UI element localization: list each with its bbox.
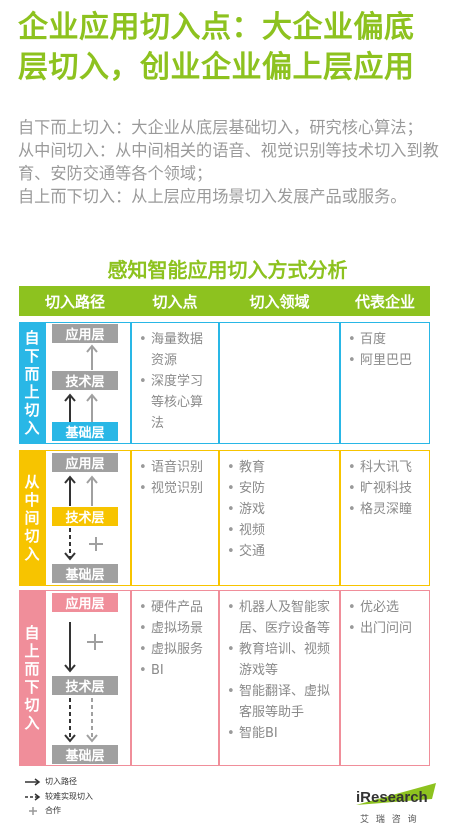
intro-line: 自下而上切入：大企业从底层基础切入，研究核心算法； (18, 118, 423, 137)
list-item: BI (139, 660, 214, 681)
section-label-top-down: 自 上 而 下 切 入 (19, 590, 45, 766)
header-field: 切入领域 (219, 286, 340, 316)
list-item: 教育 (227, 457, 335, 478)
list-item: 旷视科技 (348, 478, 425, 499)
path-arrows-top-down (64, 622, 103, 743)
legend-label: 切入路径 (45, 777, 77, 786)
list-item: 深度学习等核心算法 (139, 371, 214, 434)
list-item: 出门问问 (348, 618, 425, 639)
cell-companies-3: 优必选 出门问问 (340, 590, 430, 766)
list-item: 机器人及智能家居、医疗设备等 (227, 597, 335, 639)
figure-subtitle: 感知智能应用切入方式分析 (107, 258, 348, 282)
title-line-1: 企业应用切入点：大企业偏底 (18, 10, 415, 45)
intro-line: 自上而下切入：从上层应用场景切入发展产品或服务。 (18, 187, 407, 206)
list-item: 安防 (227, 478, 335, 499)
iresearch-logo: iResearch 艾 瑞 咨 询 (352, 779, 438, 827)
header-entry-point: 切入点 (131, 286, 219, 316)
list-item: 虚拟场景 (139, 618, 214, 639)
list-item: 视频 (227, 520, 335, 541)
legend-cooperation: 合作 (24, 805, 61, 816)
list-item: 优必选 (348, 597, 425, 618)
logo-brand: iResearch (356, 789, 428, 806)
header-path: 切入路径 (19, 286, 131, 316)
layer-base: 基础层 (52, 564, 118, 583)
layer-tech: 技术层 (52, 507, 118, 526)
list-item: 教育培训、视频游戏等 (227, 639, 335, 681)
page-title: 企业应用切入点：大企业偏底 层切入，创业企业偏上层应用 (18, 8, 448, 88)
section-label-middle: 从 中 间 切 入 (19, 450, 45, 586)
layer-app: 应用层 (52, 453, 118, 472)
layer-base: 基础层 (52, 422, 118, 441)
path-arrows-middle (64, 475, 103, 561)
header-companies: 代表企业 (340, 286, 430, 316)
cell-companies-1: 百度 阿里巴巴 (340, 322, 430, 444)
layer-base: 基础层 (52, 745, 118, 764)
layer-tech: 技术层 (52, 371, 118, 390)
list-item: 科大讯飞 (348, 457, 425, 478)
list-item: 百度 (348, 329, 425, 350)
legend-hard-entry: 较难实现切入 (24, 791, 93, 802)
list-item: 海量数据资源 (139, 329, 214, 371)
cell-entry-points-2: 语音识别 视觉识别 (131, 450, 219, 586)
list-item: 交通 (227, 541, 335, 562)
cell-entry-points-3: 硬件产品 虚拟场景 虚拟服务 BI (131, 590, 219, 766)
layer-app: 应用层 (52, 593, 118, 612)
layer-app: 应用层 (52, 324, 118, 343)
list-item: 视觉识别 (139, 478, 214, 499)
cell-fields-1 (219, 322, 340, 444)
cell-fields-2: 教育 安防 游戏 视频 交通 (219, 450, 340, 586)
layer-tech: 技术层 (52, 676, 118, 695)
cell-entry-points-1: 海量数据资源 深度学习等核心算法 (131, 322, 219, 444)
section-label-bottom-up: 自 下 而 上 切 入 (19, 322, 45, 444)
list-item: 硬件产品 (139, 597, 214, 618)
list-item: 语音识别 (139, 457, 214, 478)
list-item: 阿里巴巴 (348, 350, 425, 371)
intro-text: 自下而上切入：大企业从底层基础切入，研究核心算法； 从中间切入：从中间相关的语音… (18, 116, 443, 208)
list-item: 游戏 (227, 499, 335, 520)
logo-cn: 艾 瑞 咨 询 (360, 815, 419, 825)
legend-entry-path: 切入路径 (24, 776, 77, 787)
list-item: 虚拟服务 (139, 639, 214, 660)
legend-label: 较难实现切入 (45, 792, 93, 801)
legend-label: 合作 (45, 806, 61, 815)
arrow-dashed-icon (25, 792, 41, 801)
path-arrows-bottom-up (64, 344, 98, 422)
intro-line: 从中间切入：从中间相关的语音、视觉识别等技术切入到教育、安防交通等各个领域； (18, 141, 439, 183)
cell-fields-3: 机器人及智能家居、医疗设备等 教育培训、视频游戏等 智能翻译、虚拟客服等助手 智… (219, 590, 340, 766)
logo-swoosh-icon (356, 783, 436, 805)
arrow-solid-icon (25, 777, 41, 786)
list-item: 智能翻译、虚拟客服等助手 (227, 681, 335, 723)
list-item: 格灵深瞳 (348, 499, 425, 520)
title-line-2: 层切入，创业企业偏上层应用 (18, 50, 415, 85)
list-item: 智能BI (227, 723, 335, 744)
plus-icon (29, 806, 37, 815)
cell-companies-2: 科大讯飞 旷视科技 格灵深瞳 (340, 450, 430, 586)
